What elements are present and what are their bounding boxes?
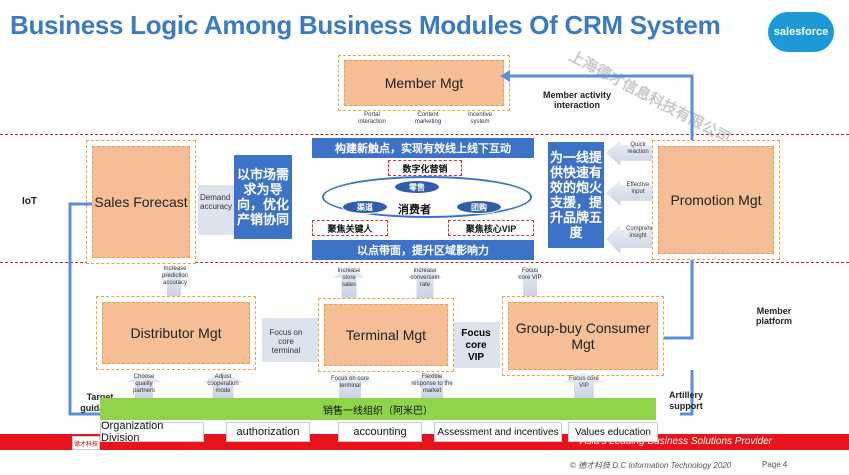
member-to-promotion-line: [510, 74, 694, 140]
retail-oval: 零售: [394, 180, 440, 194]
quick-reaction-text: Quick reaction: [627, 142, 649, 155]
focus-core-vip-arrow: [454, 322, 500, 368]
right-blue-box: 为一线提供快速有效的炮火支援，提升品牌五度: [548, 142, 604, 248]
focus-core-vip-box: 聚焦核心VIP: [448, 220, 534, 236]
member-activity-label: Member activity interaction: [542, 90, 612, 110]
arrow-portal: Portal interaction: [358, 112, 386, 125]
arrowhead-member: [500, 70, 510, 82]
salesforce-logo: salesforce: [768, 12, 834, 52]
iot-line: [68, 202, 100, 416]
bottom-cell-values: Values education: [568, 422, 658, 442]
bottom-cell-organization: Organization Division: [100, 420, 204, 444]
promotion-to-groupbuy-line: [664, 260, 694, 340]
slogan: Asia's Leading Business Solutions Provid…: [580, 436, 773, 447]
adjust-coop-text: Adjust cooperation mode: [207, 374, 239, 394]
focus-core-terminal-arrow: [262, 318, 318, 362]
comprehensive-insight-text: Comprehensive insight: [626, 226, 669, 239]
artillery-line: [680, 370, 694, 416]
member-platform-label: Member platform: [756, 306, 792, 326]
page-title: Business Logic Among Business Modules Of…: [10, 10, 721, 40]
terminal-mgt-label: Terminal Mgt: [345, 327, 427, 343]
artillery-support-label: Artillery support: [668, 390, 703, 411]
focus-core-vip2-text: Focus core VIP: [569, 376, 599, 389]
member-mgt-box: Member Mgt: [344, 60, 504, 106]
center-bottom-banner: 以点带面，提升区域影响力: [312, 240, 534, 260]
target-guidance-label: Target guidance: [80, 392, 120, 413]
increase-conversion-text: Increase conversion rate: [410, 268, 440, 288]
arrow-incentive: Incentive system: [467, 112, 492, 125]
channel-oval: 渠道: [342, 200, 388, 214]
distributor-mgt-box: Distributor Mgt: [102, 302, 250, 364]
divider-bottom: [0, 262, 849, 263]
consumer-label: 消费者: [398, 204, 431, 216]
groupbuy-mgt-label: Group-buy Consumer Mgt: [515, 320, 651, 352]
increase-store-sales-text: Increase store sales: [337, 268, 361, 288]
terminal-mgt-box: Terminal Mgt: [324, 304, 448, 366]
left-blue-text: 以市场需求为导向，优化产销协同: [236, 167, 289, 227]
demand-accuracy-arrow: [198, 185, 234, 235]
center-top-banner: 构建新触点，实现有效线上线下互动: [312, 138, 534, 158]
right-blue-text: 为一线提供快速有效的炮火支援，提升品牌五度: [550, 150, 603, 240]
member-mgt-label: Member Mgt: [384, 75, 464, 91]
consumer-ellipse: [322, 176, 532, 218]
focus-core-terminal-text: Focus on core terminal: [269, 328, 303, 355]
focus-key-people-box: 聚焦关键人: [312, 220, 388, 236]
sales-forecast-label: Sales Forecast: [94, 194, 188, 210]
flexible-response-text: Flexible response to the market: [411, 374, 453, 394]
divider-top: [0, 134, 849, 135]
focus-core-vip-text: Focus core VIP: [461, 328, 491, 363]
arrow-content: Content marketing: [414, 112, 442, 125]
bottom-cell-authorization: authorization: [226, 422, 310, 442]
groupbuy-mgt-box: Group-buy Consumer Mgt: [508, 302, 658, 370]
distributor-mgt-label: Distributor Mgt: [130, 325, 222, 341]
increase-prediction-text: Increase prediction accuracy: [162, 266, 189, 286]
promotion-mgt-box: Promotion Mgt: [658, 146, 774, 254]
groupbuy-oval: 团购: [456, 200, 502, 214]
focus-core-terminal2-text: Focus on core terminal: [330, 376, 370, 389]
green-bar-text: 销售一线组织（阿米巴）: [323, 405, 433, 417]
promotion-mgt-label: Promotion Mgt: [670, 192, 762, 208]
iot-label: IoT: [22, 196, 37, 207]
copyright: © 德才科技 D.C Information Technology 2020: [570, 461, 732, 470]
effective-input-text: Effective input: [626, 182, 650, 195]
bottom-cell-assessment: Assessment and incentives: [434, 422, 562, 442]
green-org-bar: 销售一线组织（阿米巴）: [100, 398, 656, 420]
sales-forecast-box: Sales Forecast: [92, 146, 190, 258]
choose-quality-text: Choose quality partners: [132, 374, 155, 394]
left-blue-box: 以市场需求为导向，优化产销协同: [234, 155, 292, 239]
company-logo: 德才科技: [72, 436, 100, 450]
bottom-cell-accounting: accounting: [338, 422, 422, 442]
focus-core-vip-small-text: Focus core VIP: [518, 268, 542, 281]
demand-accuracy-text: Demand accuracy: [200, 193, 233, 211]
page-number: Page 4: [762, 460, 788, 469]
